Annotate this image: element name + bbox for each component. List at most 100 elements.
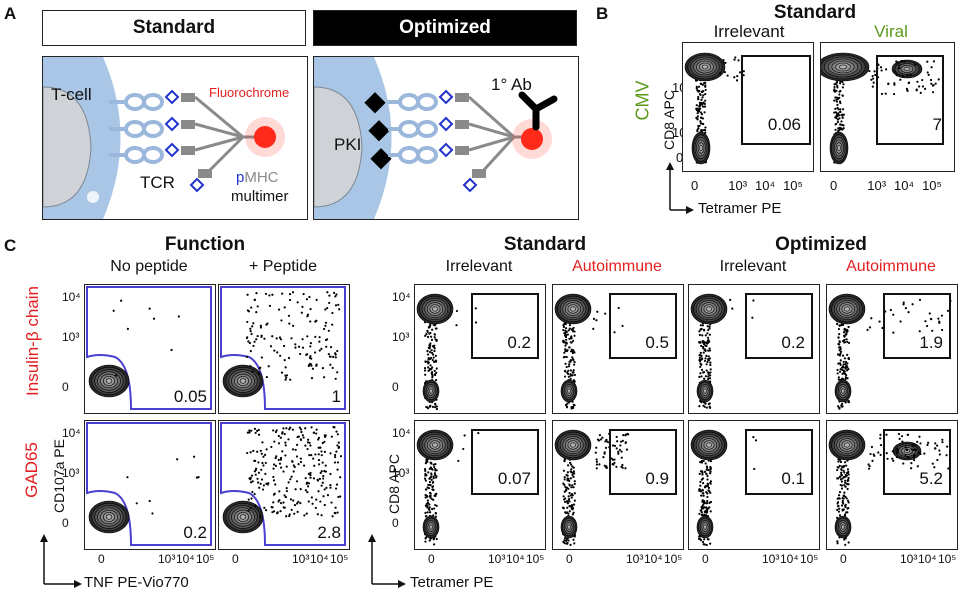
tet-plot-r1-c3-event	[885, 451, 888, 455]
func-plot-r0-c1-event	[291, 291, 295, 294]
tet-plot-r1-c1-event	[563, 490, 566, 493]
func-plot-r1-c1-event	[262, 484, 266, 487]
tet-plot-r0-c2-event	[705, 354, 708, 357]
pb1-event	[842, 124, 845, 127]
tet-plot-r1-c0-event	[434, 515, 438, 518]
ab-label: 1° Ab	[491, 75, 532, 94]
tet-plot-r1-c1-event	[569, 543, 572, 546]
tet-plot-r0-c1-event	[564, 403, 568, 407]
pb0-event	[699, 116, 703, 119]
tet-plot-r1-c0-event	[428, 506, 431, 509]
func-plot-r1-c1-event	[294, 488, 297, 491]
tet-plot-r1-c3-event	[933, 466, 936, 469]
func-plot-r1-c0-event	[148, 499, 151, 503]
func-plot-r1-c1-event	[333, 461, 337, 464]
func-plot-r1-c1-event	[329, 472, 332, 476]
tet-plot-r0-c2-event	[703, 359, 707, 362]
func-plot-r0-c1-event	[253, 298, 257, 301]
func-plot-r1-c1-event	[270, 445, 273, 449]
func-plot-r1-c1-event	[307, 472, 310, 475]
func-plot-r0-c1-event	[328, 301, 331, 305]
pb0-event	[699, 93, 702, 96]
pb1-event	[835, 81, 838, 85]
tet-plot-r1-c3-event	[895, 456, 899, 459]
func-plot-r0-c1-event	[271, 293, 274, 296]
tet-plot-r0-c2-event	[709, 363, 712, 367]
func-plot-r1-c1-event	[266, 483, 269, 486]
pb1-event	[926, 60, 929, 63]
tet-plot-r0-c2-event	[706, 336, 710, 339]
tet-plot-r1-c0-event	[433, 472, 437, 475]
func-plot-r1-c1-event	[329, 484, 332, 487]
tet-plot-r1-c3-event	[896, 447, 899, 451]
func-plot-r1-c1-event	[307, 438, 310, 441]
func-plot-r1-c1-event	[313, 464, 316, 467]
tet-col-2: Irrelevant	[719, 258, 787, 275]
tet-plot-r0-c0-event	[430, 338, 434, 341]
func-plot-r0-c1-event	[334, 304, 338, 307]
tet-plot-r1-c2-event	[700, 459, 704, 463]
func-plot-r0-c1-event	[284, 378, 287, 381]
pb1-event	[901, 74, 904, 78]
func-plot-r1-c1-event	[297, 463, 300, 466]
tet-plot-r1-c0-event	[426, 460, 429, 463]
func-plot-r1-c0: 0.2	[84, 420, 216, 550]
tet-plot-r1-c3-event	[870, 445, 874, 449]
tet-plot-r0-c2-event	[700, 375, 703, 378]
tet-plot-r0-c3-event	[907, 310, 910, 314]
tet-plot-r1-c1-xtick: 0	[566, 552, 573, 566]
tet-plot-r1-c3-event	[923, 452, 926, 455]
func-plot-r0-c1-event	[249, 327, 252, 330]
tet-plot-r1-c0-event	[432, 543, 436, 546]
tet-plot-r1-c0-svg	[416, 429, 480, 546]
func-plot-r1-c1-event	[279, 456, 283, 460]
func-plot-r1-c1-event	[299, 460, 303, 464]
tet-plot-r1-c3-event	[869, 452, 872, 456]
peptide-group	[164, 89, 205, 193]
func-plot-r1-c1-event	[261, 441, 264, 444]
pb0-event	[703, 102, 706, 105]
func-plot-r1-c1-event	[274, 483, 277, 486]
pb1-event	[840, 127, 843, 130]
pb0-event	[697, 95, 700, 99]
panel-a-letter: A	[4, 4, 17, 23]
pb1-event	[880, 92, 884, 96]
tet-plot-r1-c3-event	[843, 491, 846, 494]
func-plot-r1-c0-svg	[86, 422, 212, 546]
pb1-event	[909, 73, 912, 76]
pb1-event	[835, 122, 838, 126]
func-plot-r1-c1-event	[298, 426, 301, 429]
func-plot-r0-c1-event	[268, 304, 272, 307]
func-plot-r1-c1-event	[299, 428, 303, 431]
tet-plot-r1-c1-xtick: 10⁴	[644, 552, 663, 566]
tet-plot-r1-c1-event	[615, 465, 618, 468]
function-title: Function	[164, 234, 246, 255]
tet-plot-r1-c3-event	[836, 497, 839, 500]
pb1-event	[839, 82, 842, 85]
func-plot-r0-c1-event	[257, 372, 261, 375]
optimized-schematic-drawing	[314, 57, 558, 219]
func-plot-r1-c1-event	[277, 434, 280, 438]
pb1-event	[834, 128, 837, 131]
func-plot-r1-c1-event	[279, 466, 283, 469]
tet-plot-r0-c3-event	[846, 362, 849, 365]
func-plot-r1-c1-event	[320, 454, 323, 457]
tet-plot-r0-c1-event	[567, 369, 570, 372]
func-plot-r1-c1-event	[279, 502, 283, 505]
func-plot-r1-c1-event	[292, 464, 295, 467]
pb1-event	[871, 85, 874, 88]
tet-plot-r1-c0-event	[423, 477, 427, 480]
func-plot-r0-c1-event	[302, 292, 305, 296]
func-plot-r1-c1-event	[289, 478, 292, 481]
tet-plot-r1-c0-event	[426, 495, 429, 498]
pb1-event	[833, 85, 836, 89]
tet-plot-r0-c0-event	[426, 350, 429, 353]
func-plot-r0-c1-event	[300, 311, 303, 314]
tet-plot-r0-c1-event	[621, 324, 624, 328]
func-plot-r1-c1-event	[272, 429, 275, 432]
tet-plot-r1-c1-event	[570, 468, 573, 471]
panel-b-title: Standard	[773, 2, 857, 23]
pb0-event	[736, 74, 739, 78]
func-plot-r0-c1-event	[276, 351, 279, 354]
pb1-event	[834, 111, 838, 114]
